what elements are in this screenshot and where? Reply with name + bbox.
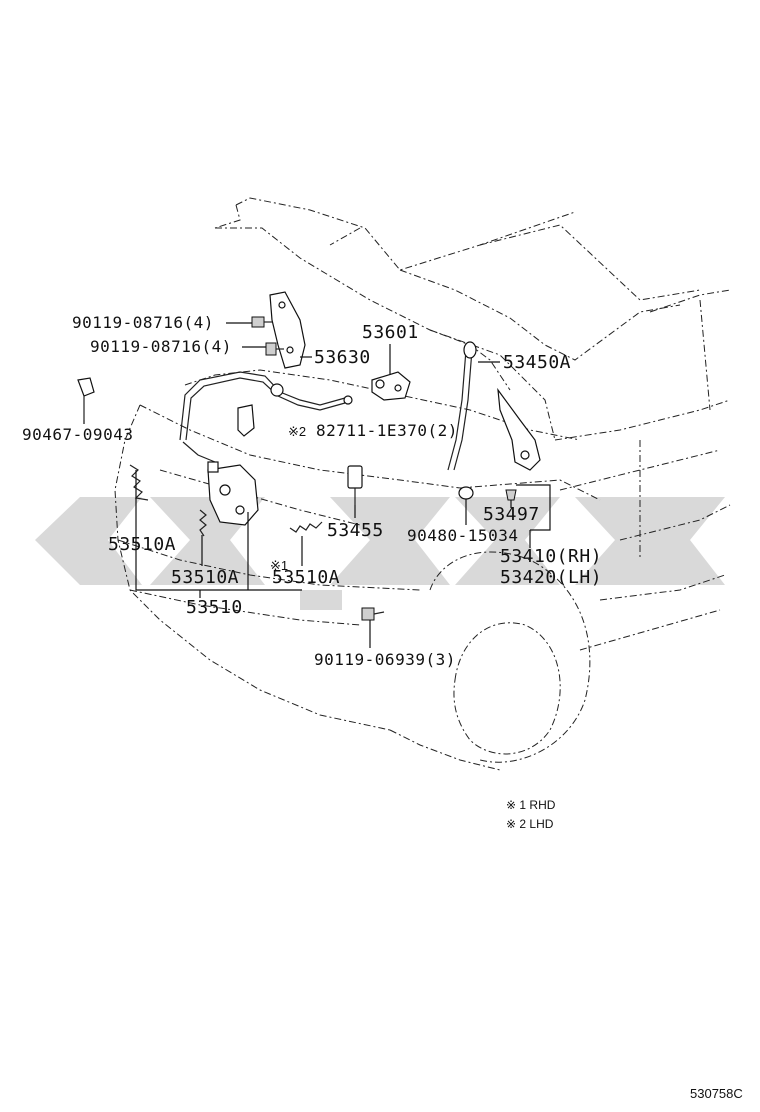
label-cushion-53497: 53497 (483, 504, 540, 525)
hinge-part-left (269, 291, 306, 369)
label-hinge-53630: 53630 (314, 347, 371, 368)
car-body-outline (114, 197, 731, 771)
label-lock-53601: 53601 (362, 322, 419, 343)
label-bolt-90119-06939: 90119-06939(3) (314, 650, 456, 669)
spring-mid (199, 509, 207, 537)
label-holder-53455: 53455 (327, 520, 384, 541)
release-cable (179, 371, 353, 463)
spring-left (129, 464, 149, 501)
hood-lock-part (371, 371, 411, 401)
figure-code: 530758C (690, 1086, 743, 1101)
label-support-rod-53450a: 53450A (503, 352, 571, 373)
cushion-part (505, 489, 517, 501)
note-mark-2: ※2 (288, 424, 306, 439)
label-spring-53510a-left: 53510A (108, 534, 176, 555)
label-spring-53510a-mid: 53510A (171, 567, 239, 588)
leader-lines (83, 322, 551, 648)
label-cable-82711-1e370: 82711-1E370(2) (316, 421, 458, 440)
hood-latch-assembly (207, 461, 259, 526)
bolt-bottom (361, 607, 385, 621)
cable-clamp (237, 404, 255, 437)
grommet-part (458, 486, 474, 500)
label-bolt-90119-08716-lower: 90119-08716(4) (90, 337, 232, 356)
label-bolt-90119-08716-upper: 90119-08716(4) (72, 313, 214, 332)
bolt-lower (265, 342, 284, 356)
note-mark-1: ※1 (270, 558, 288, 573)
label-grommet-90480-15034: 90480-15034 (407, 526, 518, 545)
label-latch-assembly-53510: 53510 (186, 597, 243, 618)
support-rod (447, 341, 477, 471)
spring-right (289, 521, 323, 533)
label-spring-53510a-right: 53510A (272, 567, 340, 588)
label-hinge-53420-lh: 53420(LH) (500, 567, 602, 588)
bolt-upper (251, 316, 272, 328)
label-hinge-53410-rh: 53410(RH) (500, 546, 602, 567)
legend-rhd: ※ 1 RHD (506, 798, 556, 812)
clip-part (77, 377, 95, 420)
holder-part (347, 465, 363, 505)
legend-lhd: ※ 2 LHD (506, 817, 554, 831)
hood-hinge-right (497, 387, 541, 471)
label-clip-90467-09043: 90467-09043 (22, 425, 133, 444)
